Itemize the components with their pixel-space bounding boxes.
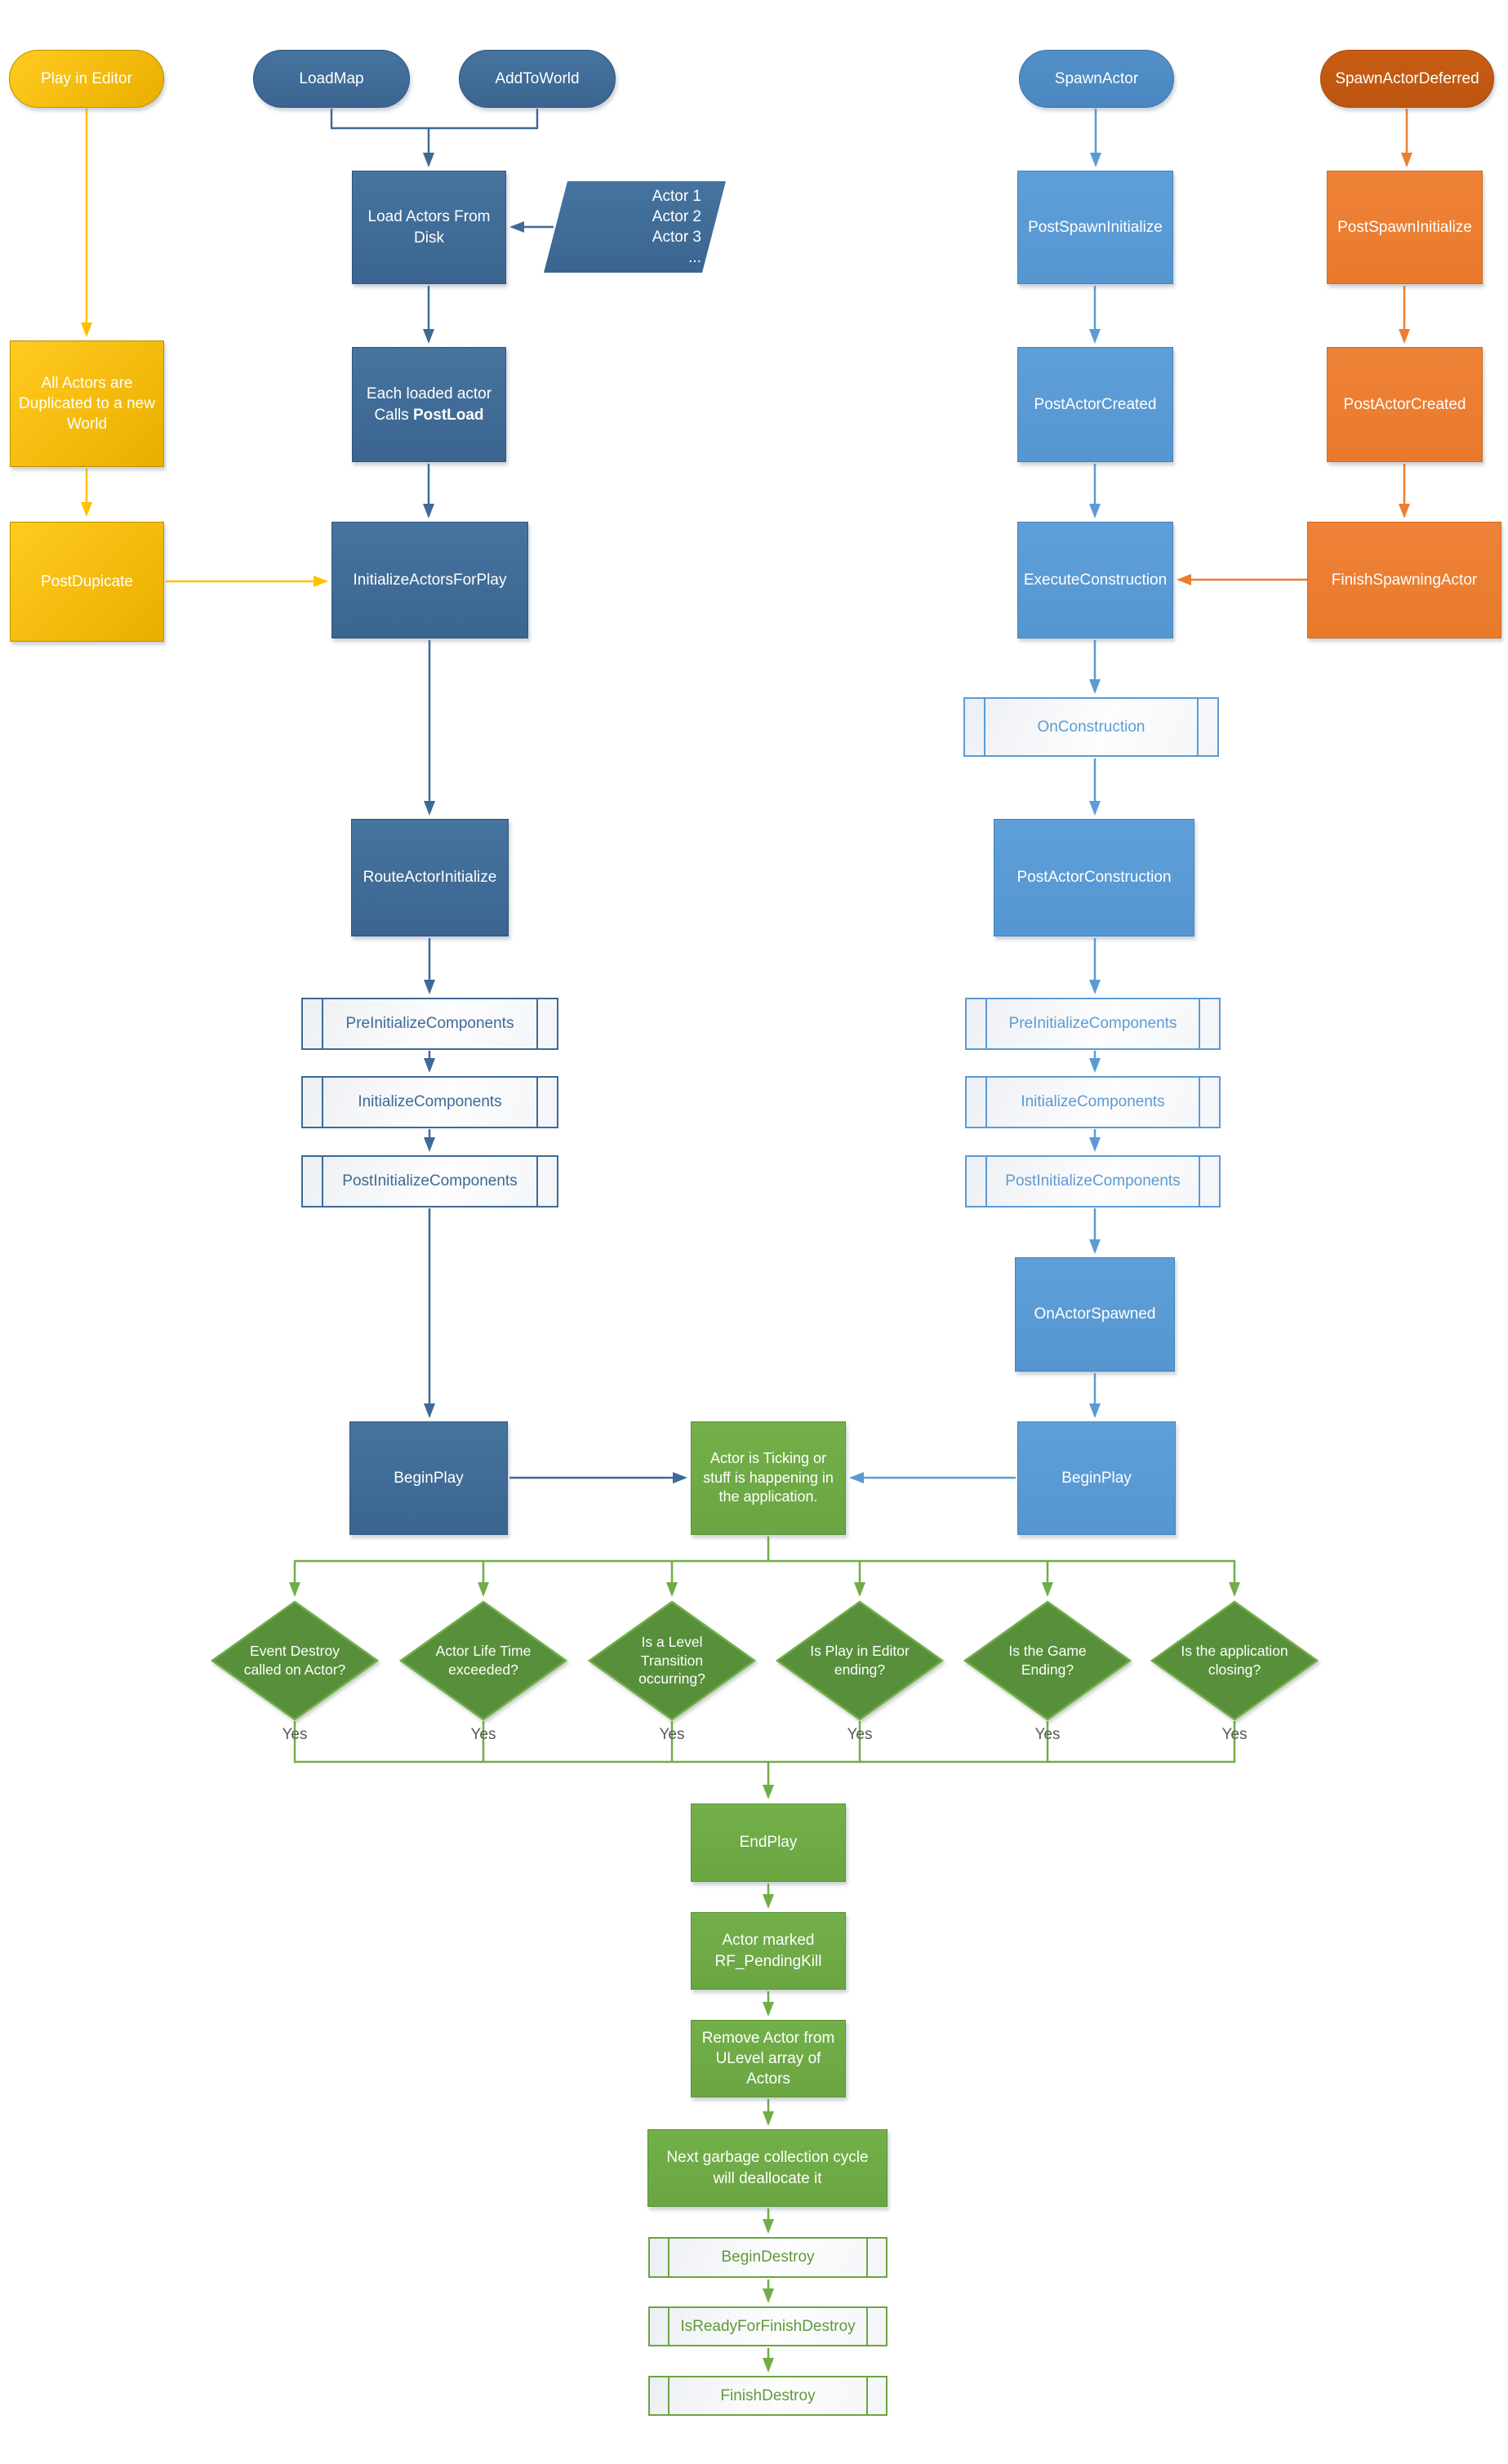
process-postactorconstruction: PostActorConstruction [994,819,1194,936]
yes-label-4: Yes [847,1726,873,1743]
process-route-actor-initialize: RouteActorInitialize [351,819,509,936]
process-beginplay-left: BeginPlay [349,1421,508,1535]
process-postspawninitialize-deferred: PostSpawnInitialize [1327,171,1483,284]
process-beginplay-right: BeginPlay [1017,1421,1176,1535]
process-finishspawningactor: FinishSpawningActor [1307,522,1501,638]
subroutine-preinitializecomponents-left: PreInitializeComponents [301,998,558,1050]
process-load-actors-from-disk: Load Actors From Disk [352,171,506,284]
process-all-actors-duplicated: All Actors are Duplicated to a new World [10,340,164,467]
decision-event-destroy: Event Destroy called on Actor? [211,1600,379,1721]
terminal-loadmap: LoadMap [253,50,410,108]
subroutine-onconstruction: OnConstruction [963,697,1219,757]
process-next-garbage-collection: Next garbage collection cycle will deall… [647,2129,887,2207]
process-executeconstruction: ExecuteConstruction [1017,522,1173,638]
process-endplay: EndPlay [691,1804,846,1882]
terminal-play-in-editor: Play in Editor [9,50,164,108]
subroutine-begindestroy: BeginDestroy [648,2237,887,2278]
process-postactorcreated-deferred: PostActorCreated [1327,347,1483,462]
process-postspawninitialize: PostSpawnInitialize [1017,171,1173,284]
subroutine-postinitializecomponents-left: PostInitializeComponents [301,1155,558,1208]
process-remove-actor-ulevel: Remove Actor from ULevel array of Actors [691,2020,846,2097]
subroutine-finishdestroy: FinishDestroy [648,2376,887,2416]
decision-application-closing: Is the application closing? [1150,1600,1319,1721]
terminal-spawnactor: SpawnActor [1019,50,1174,108]
decision-label: Actor Life Time exceeded? [435,1643,532,1678]
data-actor-list: Actor 1 Actor 2 Actor 3 ... [544,181,726,273]
decision-pie-ending: Is Play in Editor ending? [776,1600,944,1721]
decision-label: Event Destroy called on Actor? [243,1643,346,1678]
terminal-addtoworld: AddToWorld [459,50,616,108]
process-initialize-actors-for-play: InitializeActorsForPlay [331,522,528,638]
process-each-loaded-actor-postload: Each loaded actor Calls PostLoad [352,347,506,462]
decision-level-transition: Is a Level Transition occurring? [588,1600,756,1721]
yes-label-5: Yes [1034,1726,1061,1743]
decision-label: Is Play in Editor ending? [810,1643,910,1678]
yes-label-2: Yes [470,1726,496,1743]
decision-label: Is a Level Transition occurring? [638,1633,705,1688]
process-postdupicate: PostDupicate [10,522,164,642]
yes-label-1: Yes [282,1726,308,1743]
subroutine-initializecomponents-right: InitializeComponents [965,1076,1221,1128]
decision-game-ending: Is the Game Ending? [963,1600,1132,1721]
process-actor-is-ticking: Actor is Ticking or stuff is happening i… [691,1421,846,1535]
yes-label-6: Yes [1221,1726,1248,1743]
subroutine-preinitializecomponents-right: PreInitializeComponents [965,998,1221,1050]
each-loaded-line2: Calls PostLoad [374,406,484,424]
yes-label-3: Yes [659,1726,685,1743]
process-onactorspawned: OnActorSpawned [1015,1257,1175,1372]
decision-actor-lifetime: Actor Life Time exceeded? [399,1600,567,1721]
subroutine-postinitializecomponents-right: PostInitializeComponents [965,1155,1221,1208]
subroutine-initializecomponents-left: InitializeComponents [301,1076,558,1128]
terminal-spawnactordeferred: SpawnActorDeferred [1320,50,1494,108]
process-actor-marked-pendingkill: Actor marked RF_PendingKill [691,1912,846,1990]
process-postactorcreated: PostActorCreated [1017,347,1173,462]
decision-label: Is the Game Ending? [1008,1643,1087,1678]
subroutine-isreadyforfinishdestroy: IsReadyForFinishDestroy [648,2306,887,2346]
decision-label: Is the application closing? [1181,1643,1288,1678]
each-loaded-line1: Each loaded actor [366,385,492,403]
